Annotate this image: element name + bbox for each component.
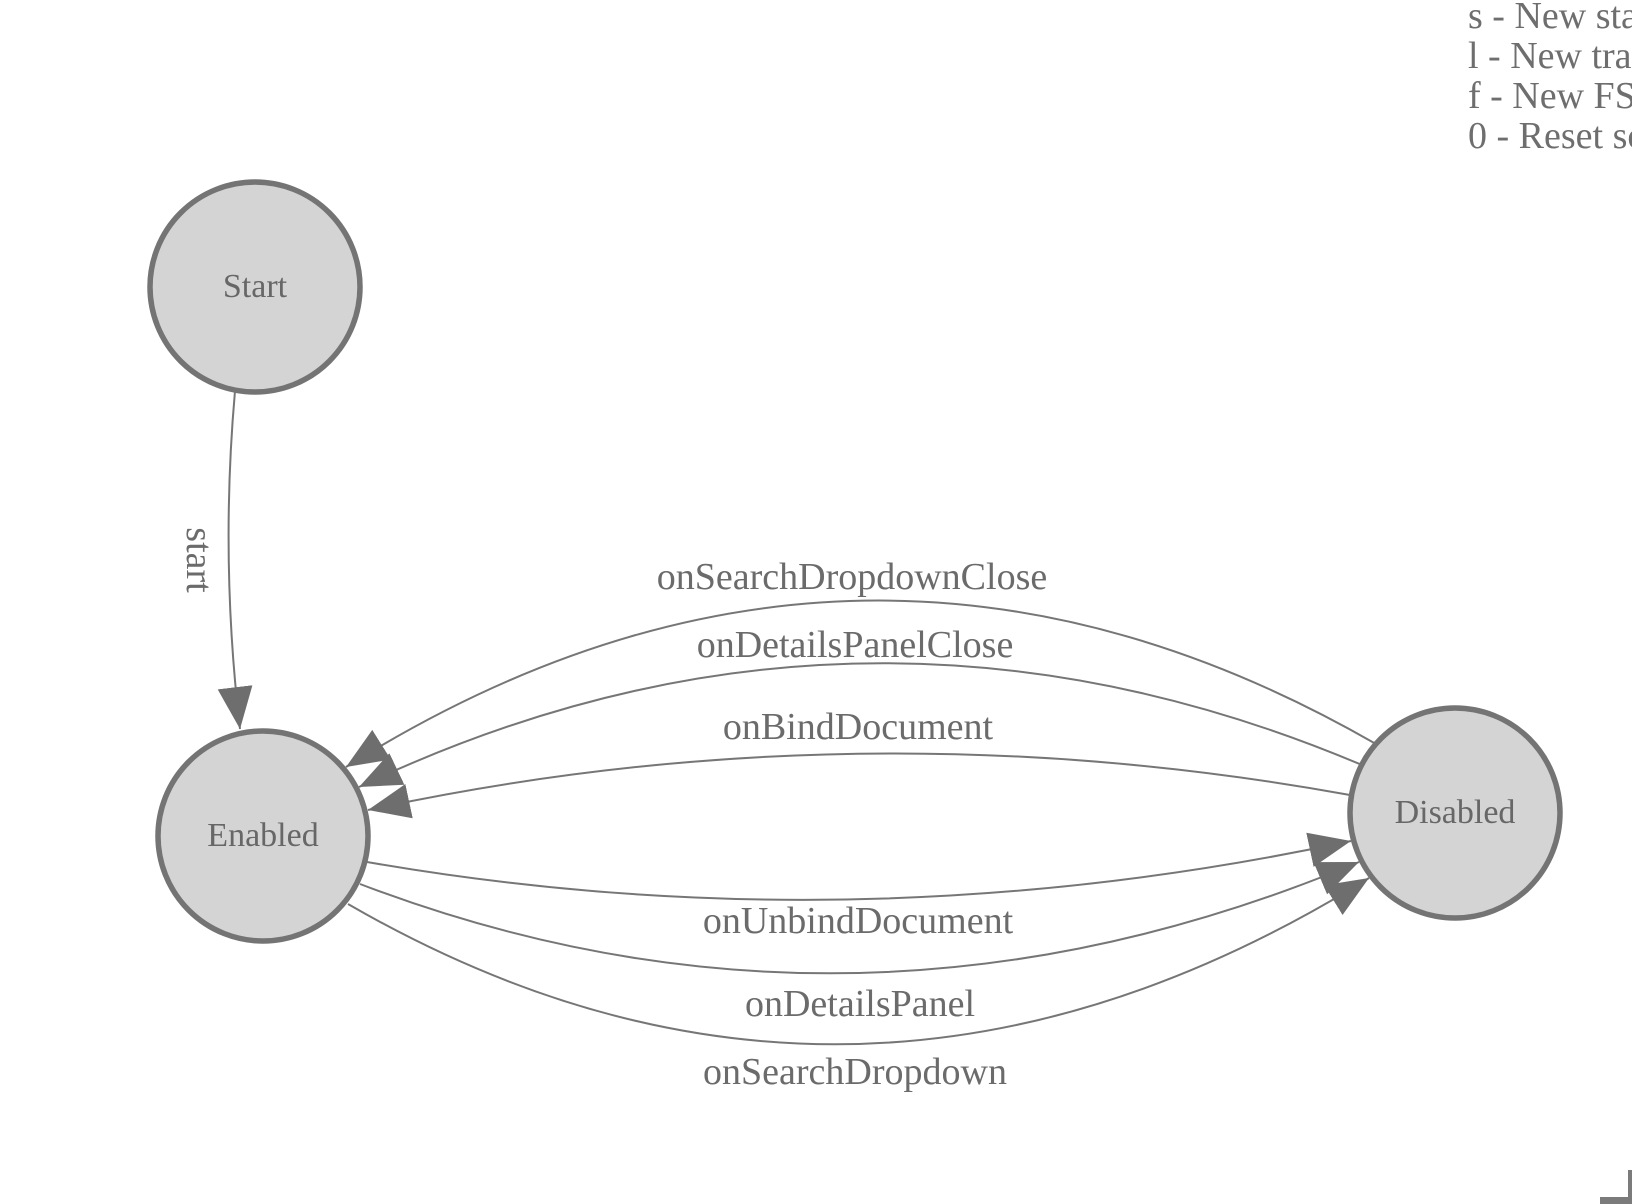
- legend-line-new-fsm: f - New FSM: [1468, 75, 1632, 117]
- edge-label-start[interactable]: start: [178, 527, 220, 593]
- state-node-enabled[interactable]: [155, 728, 371, 944]
- edge-on-unbind-document[interactable]: [366, 832, 1352, 901]
- edge-on-bind-document[interactable]: [367, 752, 1351, 819]
- edge-label-on-details-panel[interactable]: onDetailsPanel: [744, 983, 976, 1025]
- edge-label-on-bind-document[interactable]: onBindDocument: [722, 706, 994, 748]
- edge-label-on-search-dropdown-close[interactable]: onSearchDropdownClose: [656, 556, 1048, 598]
- edge-label-on-unbind-document[interactable]: onUnbindDocument: [702, 900, 1014, 942]
- state-node-disabled[interactable]: [1347, 705, 1563, 921]
- state-node-start[interactable]: [147, 179, 363, 395]
- legend-line-new-transition: l - New transition: [1468, 35, 1632, 77]
- legend-line-new-state: s - New state: [1468, 0, 1632, 37]
- offscreen-panel-corner: [1600, 1170, 1632, 1204]
- edge-on-details-panel-close[interactable]: [358, 662, 1363, 788]
- edge-label-on-search-dropdown[interactable]: onSearchDropdown: [703, 1051, 1007, 1093]
- edge-on-details-panel[interactable]: [359, 861, 1360, 975]
- edge-on-search-dropdown-close[interactable]: [345, 599, 1377, 768]
- legend-line-reset-scale: 0 - Reset scale: [1468, 115, 1632, 157]
- edge-on-search-dropdown[interactable]: [347, 877, 1370, 1046]
- edge-label-on-details-panel-close[interactable]: onDetailsPanelClose: [696, 624, 1014, 666]
- shortcut-legend: s - New state l - New transition f - New…: [1468, 0, 1632, 156]
- edge-start[interactable]: [217, 390, 253, 730]
